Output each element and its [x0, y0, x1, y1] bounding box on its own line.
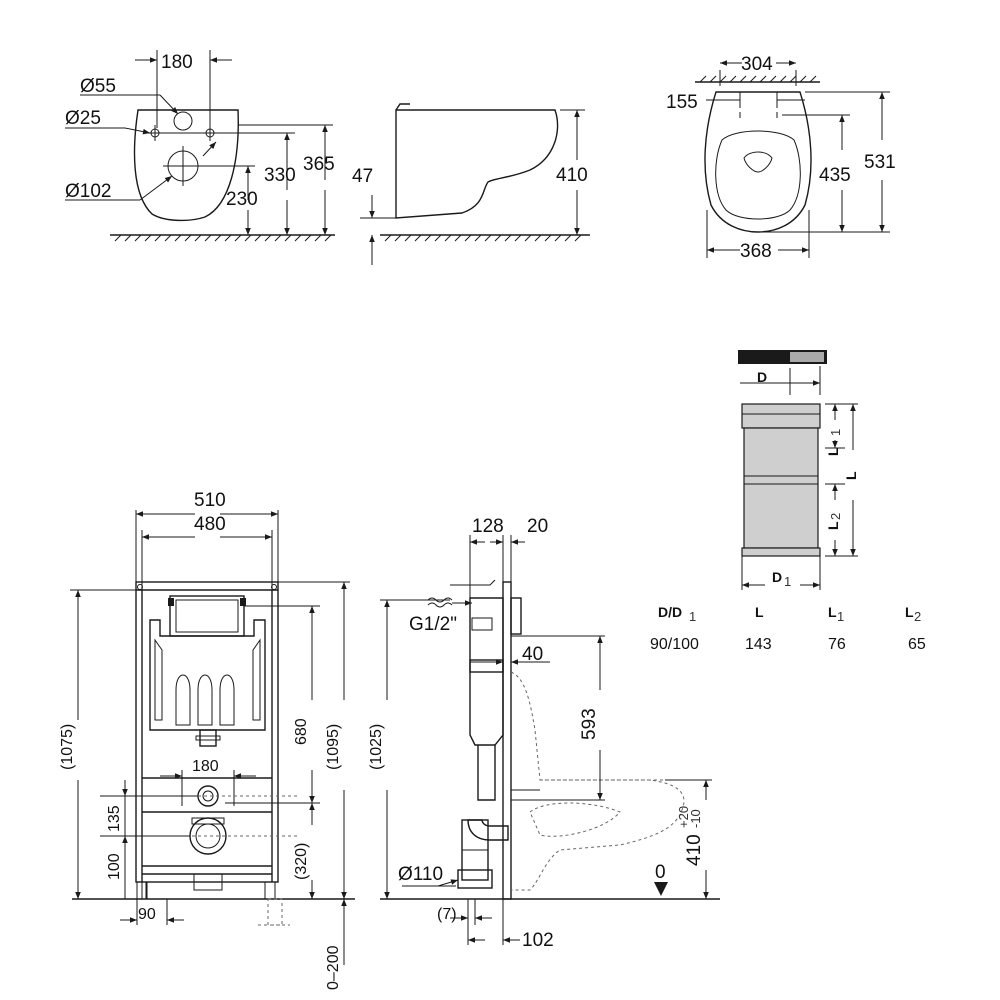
- dim-330: 330: [264, 165, 296, 186]
- frame-side-view: [380, 535, 720, 945]
- label-zero: 0: [655, 862, 666, 883]
- dim-180-top: 180: [161, 52, 193, 73]
- adapter-label-d1: D: [772, 569, 782, 585]
- table-header-l1-sub: 1: [837, 609, 844, 624]
- dim-40: 40: [522, 644, 543, 665]
- dim-531: 531: [864, 152, 896, 173]
- label-g12: G1/2": [409, 614, 457, 635]
- dim-510: 510: [194, 490, 226, 511]
- table-header-l: L: [755, 604, 764, 620]
- table-header-l1: L: [828, 604, 837, 620]
- table-cell-l2: 65: [908, 636, 926, 653]
- dim-180-frame: 180: [192, 758, 219, 775]
- dim-1095: (1095): [325, 724, 342, 770]
- dim-304: 304: [741, 54, 773, 75]
- dim-410-tol-down: -10: [688, 809, 703, 828]
- dim-410-side: 410: [556, 165, 588, 186]
- table-header-l2-sub: 2: [914, 609, 921, 624]
- adapter-label-d: D: [757, 369, 767, 385]
- table-cell-l1: 76: [828, 636, 846, 653]
- frame-front-view: [70, 510, 355, 965]
- dim-128: 128: [472, 516, 504, 537]
- adapter-label-l2: L: [825, 521, 841, 530]
- bowl-front-view: [65, 50, 335, 242]
- dim-230: 230: [226, 189, 258, 210]
- dim-435: 435: [819, 165, 851, 186]
- dim-680: 680: [293, 718, 310, 745]
- dim-410-tol-up: +20: [676, 806, 691, 828]
- table-header-l2: L: [905, 604, 914, 620]
- table-header-dd1-sub: 1: [689, 609, 696, 624]
- dim-480: 480: [194, 514, 226, 535]
- dim-1025: (1025): [368, 724, 385, 770]
- dim-7: (7): [437, 906, 457, 923]
- adapter-label-d1-sub: 1: [784, 574, 791, 589]
- bowl-side-view: [360, 103, 590, 265]
- dim-0-200: 0–200: [325, 945, 342, 990]
- dim-1075: (1075): [59, 724, 76, 770]
- dim-diameter-102: Ø102: [65, 181, 111, 202]
- dim-410-frame: 410: [684, 834, 705, 866]
- dim-368: 368: [740, 241, 772, 262]
- dim-135: 135: [106, 805, 123, 832]
- dim-90: 90: [138, 906, 156, 923]
- bowl-plan-view: [695, 60, 890, 258]
- dim-diameter-25: Ø25: [65, 108, 101, 129]
- adapter-drawing: [738, 350, 858, 590]
- adapter-table: D/D 1 L L 1 L 2 90/100 143 76 65: [650, 604, 926, 653]
- dim-320: (320): [293, 843, 310, 880]
- dim-20: 20: [527, 516, 548, 537]
- table-cell-dd1: 90/100: [650, 636, 699, 653]
- dim-102: 102: [522, 930, 554, 951]
- dim-365: 365: [303, 154, 335, 175]
- dim-155: 155: [666, 92, 698, 113]
- adapter-label-l1-sub: 1: [828, 429, 843, 436]
- adapter-label-l2-sub: 2: [828, 513, 843, 520]
- dim-100: 100: [106, 853, 123, 880]
- dim-593: 593: [579, 708, 600, 740]
- dim-47: 47: [352, 166, 373, 187]
- table-header-dd1: D/D: [658, 604, 682, 620]
- table-cell-l: 143: [745, 636, 772, 653]
- dim-d110: Ø110: [398, 864, 443, 885]
- dim-diameter-55: Ø55: [80, 76, 116, 97]
- adapter-label-l1: L: [825, 447, 841, 456]
- adapter-label-l: L: [843, 471, 859, 480]
